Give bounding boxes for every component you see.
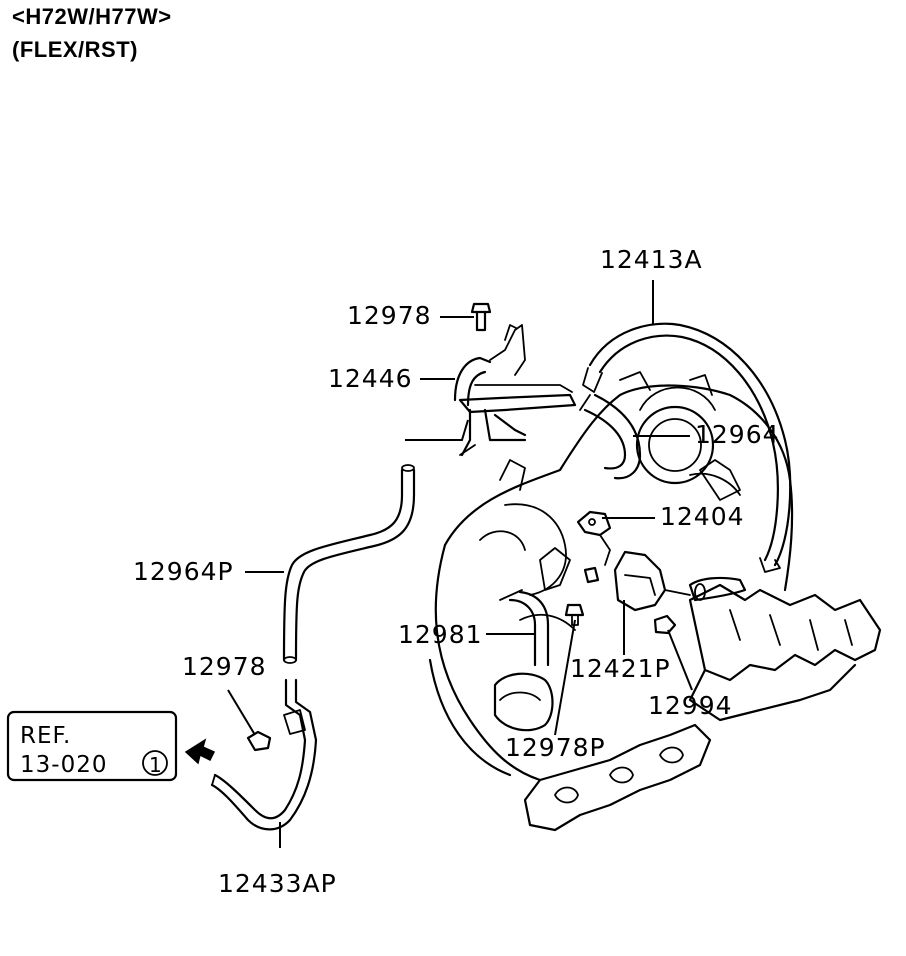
part-label-12446[interactable]: 12446 <box>328 364 413 393</box>
hose-12413A <box>582 322 792 573</box>
part-label-12981[interactable]: 12981 <box>398 620 483 649</box>
hose-12981 <box>499 589 550 667</box>
reference-arrow <box>184 738 216 765</box>
part-label-12421P[interactable]: 12421P <box>570 654 671 683</box>
part-label-12964[interactable]: 12964 <box>695 420 780 449</box>
fitting-12446 <box>453 324 577 457</box>
part-label-12994[interactable]: 12994 <box>648 691 733 720</box>
engine-assembly-drawing <box>428 371 882 832</box>
part-label-12404[interactable]: 12404 <box>660 502 745 531</box>
solenoid-12421P <box>613 550 747 612</box>
part-label-12978P[interactable]: 12978P <box>505 733 606 762</box>
hose-12964 <box>579 393 642 480</box>
reference-code: 13-020 <box>20 752 107 778</box>
part-label-12413A[interactable]: 12413A <box>600 245 703 274</box>
bolt-12978-left <box>246 730 272 752</box>
bolt-12994 <box>653 614 677 635</box>
part-label-12433AP[interactable]: 12433AP <box>218 869 337 898</box>
reference-box[interactable]: REF. 13-020 1 <box>6 710 178 782</box>
part-label-12964P[interactable]: 12964P <box>133 557 234 586</box>
bolt-12978-top <box>470 302 492 332</box>
leader-lines <box>227 280 693 848</box>
hose-12433AP <box>210 678 318 831</box>
diagram-header: <H72W/H77W> (FLEX/RST) <box>12 0 172 66</box>
bracket-12404 <box>576 510 612 566</box>
valve-lower <box>493 672 554 732</box>
reference-circled-number: 1 <box>149 753 163 777</box>
hose-12964P <box>282 464 416 664</box>
bolt-12404 <box>583 566 600 584</box>
reference-label: REF. <box>20 723 71 749</box>
part-label-12978-left[interactable]: 12978 <box>182 652 267 681</box>
part-label-12978-top[interactable]: 12978 <box>347 301 432 330</box>
variant-codes: (FLEX/RST) <box>12 37 138 62</box>
model-codes: <H72W/H77W> <box>12 4 172 29</box>
